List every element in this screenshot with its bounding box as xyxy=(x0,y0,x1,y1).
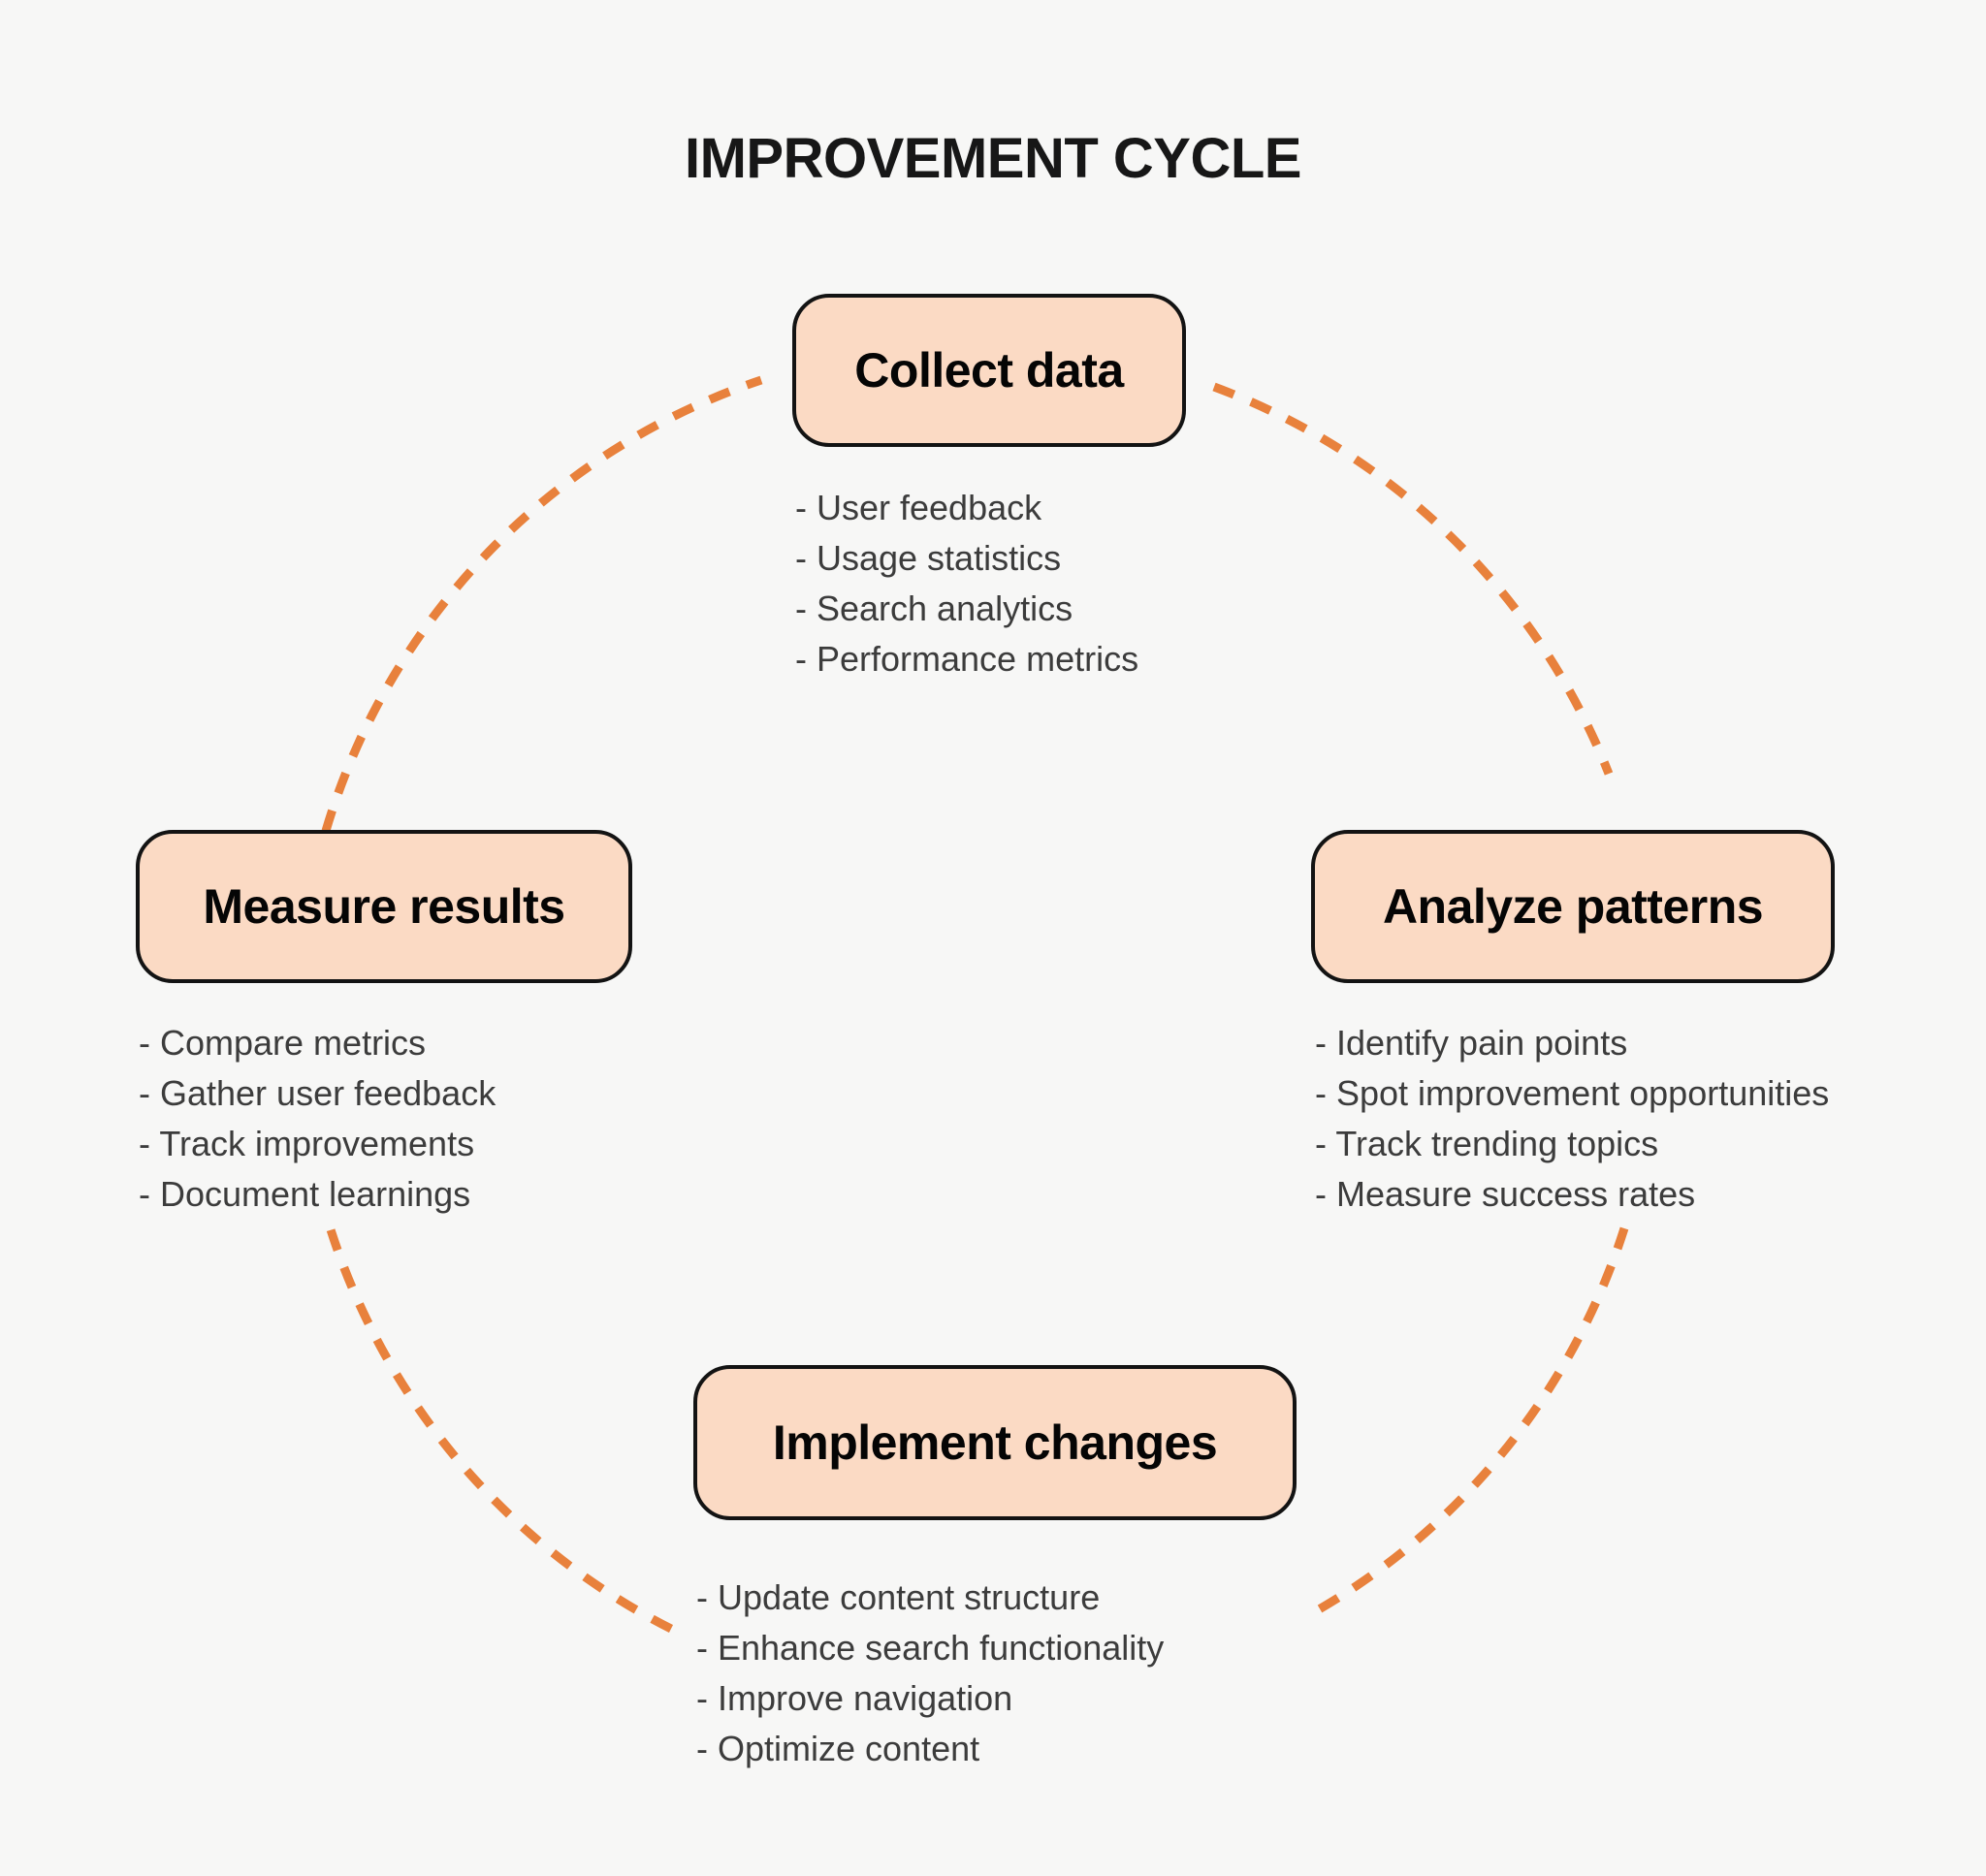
node-implement-changes-list: - Update content structure - Enhance sea… xyxy=(696,1573,1164,1774)
arc-analyze-to-implement xyxy=(1302,1226,1629,1621)
list-item: - Document learnings xyxy=(139,1174,471,1214)
list-item: - Identify pain points xyxy=(1315,1023,1628,1063)
node-collect-data-label: Collect data xyxy=(854,343,1124,397)
node-implement-changes: Implement changes xyxy=(693,1365,1297,1520)
list-item: - User feedback xyxy=(795,488,1042,527)
node-collect-data: Collect data xyxy=(792,294,1186,447)
arc-implement-to-measure xyxy=(324,1222,674,1634)
list-item: - Improve navigation xyxy=(696,1678,1013,1718)
node-collect-data-list: - User feedback - Usage statistics - Sea… xyxy=(795,483,1138,684)
node-analyze-patterns: Analyze patterns xyxy=(1311,830,1835,983)
list-item: - Measure success rates xyxy=(1315,1174,1696,1214)
list-item: - Gather user feedback xyxy=(139,1073,496,1113)
list-item: - Optimize content xyxy=(696,1729,980,1768)
node-analyze-patterns-label: Analyze patterns xyxy=(1382,879,1764,934)
page-title: IMPROVEMENT CYCLE xyxy=(685,127,1302,190)
list-item: - Performance metrics xyxy=(795,639,1139,679)
list-item: - Compare metrics xyxy=(139,1023,427,1063)
list-item: - Usage statistics xyxy=(795,538,1062,578)
node-measure-results-list: - Compare metrics - Gather user feedback… xyxy=(139,1018,496,1220)
arc-collect-to-analyze xyxy=(1212,382,1614,776)
node-measure-results: Measure results xyxy=(136,830,632,983)
list-item: - Update content structure xyxy=(696,1577,1101,1617)
node-implement-changes-label: Implement changes xyxy=(772,1415,1218,1470)
list-item: - Search analytics xyxy=(795,588,1073,628)
node-measure-results-label: Measure results xyxy=(203,879,565,934)
list-item: - Enhance search functionality xyxy=(696,1628,1165,1668)
list-item: - Spot improvement opportunities xyxy=(1315,1073,1830,1113)
node-analyze-patterns-list: - Identify pain points - Spot improvemen… xyxy=(1315,1018,1829,1220)
arc-measure-to-collect xyxy=(321,375,763,833)
list-item: - Track trending topics xyxy=(1315,1124,1659,1163)
list-item: - Track improvements xyxy=(139,1124,475,1163)
